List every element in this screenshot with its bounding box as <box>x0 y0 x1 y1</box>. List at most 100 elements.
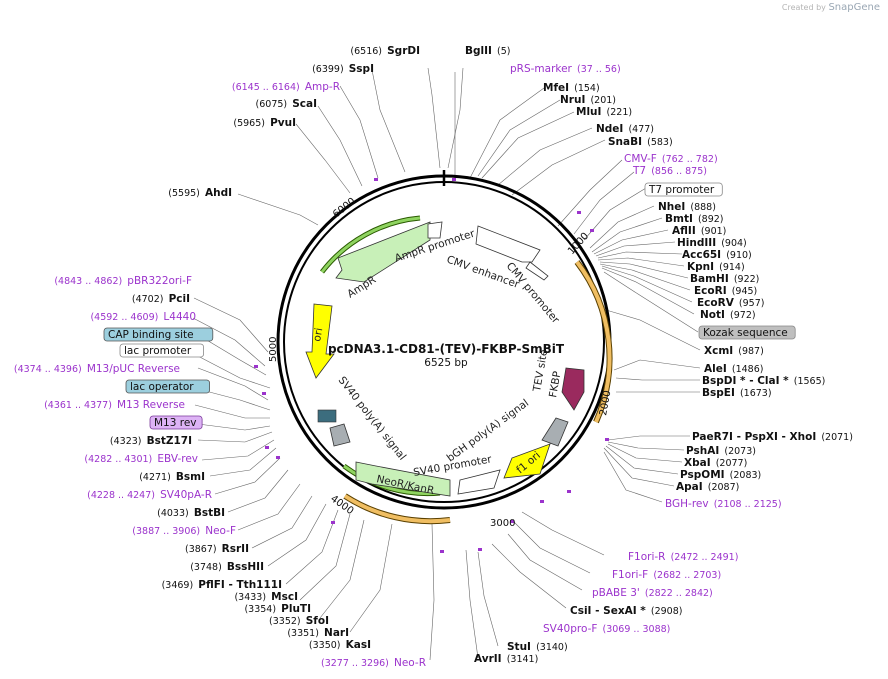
enzyme-label-alei: AleI (1486) <box>704 357 763 376</box>
feature-label-sv40pro-f: SV40pro-F (3069 .. 3088) <box>543 617 670 636</box>
enzyme-position: (3433) <box>234 592 266 603</box>
enzyme-label-rsrii: (3867) RsrII <box>185 537 249 556</box>
enzyme-name: PspOMI <box>680 469 725 481</box>
feature-position: (3277 .. 3296) <box>321 658 389 669</box>
enzyme-position: (901) <box>701 226 727 237</box>
boxed-label-lac-operator: lac operator <box>125 379 210 394</box>
enzyme-label-pflfi-tth111i: (3469) PflFI - Tth111I <box>162 573 282 592</box>
boxed-label-text: lac operator <box>130 381 194 393</box>
enzyme-position: (5965) <box>233 118 265 129</box>
ori-feature <box>305 303 335 379</box>
enzyme-label-pvui: (5965) PvuI <box>233 111 296 130</box>
feature-label-pbr322ori-f: (4843 .. 4862) pBR322ori-F <box>54 269 192 288</box>
feature-label-neo-r: (3277 .. 3296) Neo-R <box>321 651 426 670</box>
tick-5000: 5000 <box>268 337 279 362</box>
enzyme-position: (2908) <box>651 606 683 617</box>
boxed-label-text: Kozak sequence <box>703 327 788 339</box>
feature-position: (2822 .. 2842) <box>645 588 713 599</box>
enzyme-name: XbaI <box>684 457 711 469</box>
enzyme-label-scai: (6075) ScaI <box>256 92 317 111</box>
enzyme-label-sfoi: (3352) SfoI <box>269 609 329 628</box>
enzyme-name: SnaBI <box>608 136 642 148</box>
bgh-polya-feature <box>541 417 569 447</box>
feature-label-neo-f: (3887 .. 3906) Neo-F <box>132 519 236 538</box>
enzyme-position: (957) <box>739 298 765 309</box>
feature-name: Neo-R <box>394 657 426 669</box>
enzyme-position: (3351) <box>287 628 319 639</box>
enzyme-label-snabi: SnaBI (583) <box>608 130 673 149</box>
boxed-label-text: M13 rev <box>154 417 197 429</box>
enzyme-position: (1565) <box>794 376 826 387</box>
feature-label-f1ori-f: F1ori-F (2682 .. 2703) <box>612 563 721 582</box>
enzyme-name: RsrII <box>222 543 249 555</box>
enzyme-position: (6399) <box>312 64 344 75</box>
feature-position: (2682 .. 2703) <box>653 570 721 581</box>
enzyme-position: (892) <box>698 214 724 225</box>
enzyme-label-nhei: NheI (888) <box>658 195 716 214</box>
enzyme-position: (3867) <box>185 544 217 555</box>
enzyme-name: EcoRV <box>697 297 735 309</box>
boxed-label-background <box>644 182 723 197</box>
feature-position: (856 .. 875) <box>651 166 707 177</box>
feature-label-sv40pa-r: (4228 .. 4247) SV40pA-R <box>87 483 212 502</box>
ampr-promoter-feature <box>427 221 443 239</box>
enzyme-position: (910) <box>726 250 752 261</box>
feature-name: Amp-R <box>305 81 340 93</box>
feature-position: (762 .. 782) <box>662 154 718 165</box>
enzyme-position: (3354) <box>244 604 276 615</box>
enzyme-position: (3748) <box>190 562 222 573</box>
lac-features <box>317 409 337 423</box>
enzyme-position: (3140) <box>536 642 568 653</box>
enzyme-label-bstz17i: (4323) BstZ17I <box>110 429 192 448</box>
enzyme-name: StuI <box>507 641 531 653</box>
feature-position: (4374 .. 4396) <box>14 364 82 375</box>
enzyme-name: BspEI <box>702 387 735 399</box>
enzyme-label-nari: (3351) NarI <box>287 621 349 640</box>
enzyme-label-apai: ApaI (2087) <box>676 475 739 494</box>
enzyme-label-ecori: EcoRI (945) <box>694 279 757 298</box>
enzyme-name: SspI <box>349 63 374 75</box>
enzyme-name: NdeI <box>596 123 623 135</box>
boxed-label-text: lac promoter <box>124 345 192 357</box>
enzyme-name: BmtI <box>665 213 693 225</box>
enzyme-position: (5) <box>497 46 510 57</box>
enzyme-name: MscI <box>271 591 298 603</box>
cds-arc-neor <box>343 464 441 496</box>
enzyme-position: (3141) <box>507 654 539 665</box>
enzyme-name: BssHII <box>227 561 264 573</box>
enzyme-position: (922) <box>734 274 760 285</box>
enzyme-label-pspomi: PspOMI (2083) <box>680 463 761 482</box>
feature-label-f1ori-r: F1ori-R (2472 .. 2491) <box>628 545 738 564</box>
feature-name: SV40pro-F <box>543 623 597 635</box>
enzyme-label-bmti: BmtI (892) <box>665 207 724 226</box>
enzyme-position: (888) <box>690 202 716 213</box>
feature-label-prs-marker: pRS-marker (37 .. 56) <box>510 57 621 76</box>
enzyme-label-bspdi-clai: BspDI * - ClaI * (1565) <box>702 369 825 388</box>
feature-label-t7: T7 (856 .. 875) <box>632 159 707 178</box>
snapgene-watermark: Created by SnapGene <box>782 2 880 13</box>
enzyme-label-sspi: (6399) SspI <box>312 57 374 76</box>
enzyme-name: MluI <box>576 106 601 118</box>
enzyme-label-bglii: BglII (5) <box>465 39 511 58</box>
enzyme-name: PluTI <box>281 603 311 615</box>
watermark-created-by: Created by <box>781 3 826 12</box>
enzyme-position: (5595) <box>168 188 200 199</box>
enzyme-position: (2087) <box>708 482 740 493</box>
enzyme-label-pshai: PshAI (2073) <box>686 439 756 458</box>
enzyme-position: (1673) <box>740 388 772 399</box>
feature-position: (3069 .. 3088) <box>603 624 671 635</box>
enzyme-name: Acc65I <box>682 249 721 261</box>
feature-label-m13-puc-reverse: (4374 .. 4396) M13/pUC Reverse <box>14 357 180 376</box>
enzyme-label-mlui: MluI (221) <box>576 100 632 119</box>
enzyme-name: PciI <box>169 293 190 305</box>
enzyme-label-pluti: (3354) PluTI <box>244 597 311 616</box>
enzyme-name: ApaI <box>676 481 703 493</box>
boxed-label-background <box>149 415 203 430</box>
feature-name: CMV-F <box>624 153 657 165</box>
enzyme-label-stui: StuI (3140) <box>507 635 568 654</box>
enzyme-name: BsmI <box>176 471 205 483</box>
fkbp-feature <box>561 367 585 411</box>
enzyme-label-ecorv: EcoRV (957) <box>697 291 764 310</box>
